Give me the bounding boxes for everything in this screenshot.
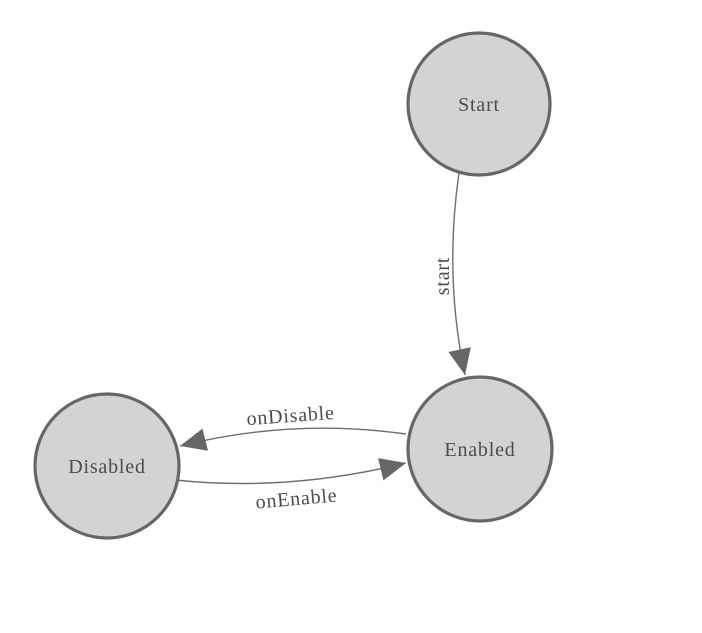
node-enabled-label: Enabled [444,439,515,461]
edge-disabled-to-enabled [174,458,407,485]
edge-label-ondisable: onDisable [246,402,336,430]
node-start-circle[interactable] [406,31,552,177]
node-enabled: Enabled [406,375,554,523]
node-disabled-label: Disabled [68,456,146,478]
node-disabled: Disabled [33,392,181,540]
node-disabled-circle[interactable] [33,392,181,540]
node-enabled-circle[interactable] [406,375,554,523]
edge-enabled-to-disabled [179,427,407,451]
edge-label-onenable: onEnable [255,484,339,513]
node-start-label: Start [458,94,500,116]
edge-start-to-enabled [448,172,471,376]
edges-layer [174,172,471,485]
edge-label-start: start [432,257,454,295]
node-start: Start [406,31,552,177]
